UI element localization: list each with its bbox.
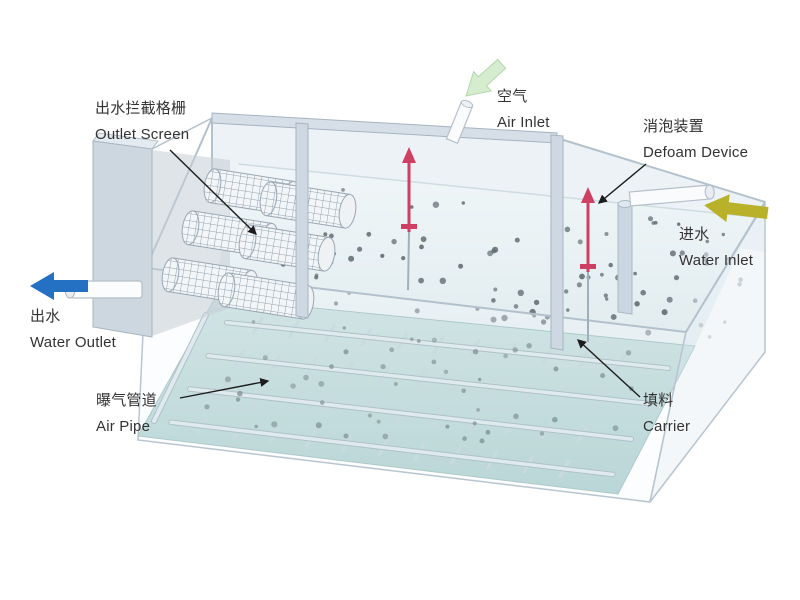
label-air-pipe: 曝气管道 Air Pipe — [96, 388, 157, 439]
label-defoam-device: 消泡装置 Defoam Device — [643, 114, 748, 165]
air-inlet-arrow — [465, 58, 507, 97]
air-pipe-grid — [151, 312, 672, 479]
water-line — [237, 163, 756, 218]
leader-arrows — [169, 149, 647, 399]
carrier-dots-floor — [204, 320, 634, 444]
label-outlet-screen: 出水拦截格栅 Outlet Screen — [95, 96, 189, 147]
defoam-device-label-en: Defoam Device — [643, 143, 749, 161]
frame-post-left — [295, 122, 309, 319]
water-inlet-label-en: Water Inlet — [679, 251, 754, 269]
leader-carrier — [576, 339, 641, 398]
label-water-inlet: 进水 Water Inlet — [679, 222, 753, 273]
leader-air-pipe — [179, 377, 270, 399]
label-air-inlet: 空气 Air Inlet — [497, 84, 550, 135]
outlet-screen-label-en: Outlet Screen — [95, 125, 190, 143]
water-inlet-pipe — [628, 184, 715, 207]
water-inlet-label-zh: 进水 — [679, 226, 710, 243]
air-inlet-pipe — [445, 99, 474, 145]
water-inlet-arrow — [704, 194, 769, 223]
support-frame — [211, 112, 564, 351]
frame-post-right — [550, 134, 564, 351]
defoam-device-1 — [401, 147, 417, 291]
water-outlet-label-zh: 出水 — [30, 308, 61, 325]
defoam-device-label-zh: 消泡装置 — [643, 118, 704, 135]
water-inlet-downpipe — [617, 200, 633, 315]
carrier-label-en: Carrier — [643, 417, 691, 435]
air-inlet-label-zh: 空气 — [497, 88, 528, 105]
air-pipe-label-zh: 曝气管道 — [96, 392, 157, 409]
leader-defoam-device — [597, 163, 647, 204]
compartment-back-edge — [151, 117, 213, 150]
water-outlet-arrow — [30, 272, 88, 300]
outlet-screen-label-zh: 出水拦截格栅 — [95, 100, 187, 117]
leader-outlet-screen — [169, 149, 257, 235]
air-inlet-label-en: Air Inlet — [497, 113, 550, 131]
label-carrier: 填料 Carrier — [643, 388, 690, 439]
water-outlet-label-en: Water Outlet — [30, 333, 117, 351]
air-pipe-label-en: Air Pipe — [96, 417, 151, 435]
defoam-device-2 — [580, 187, 596, 342]
carrier-label-zh: 填料 — [643, 392, 674, 409]
label-water-outlet: 出水 Water Outlet — [30, 304, 116, 355]
